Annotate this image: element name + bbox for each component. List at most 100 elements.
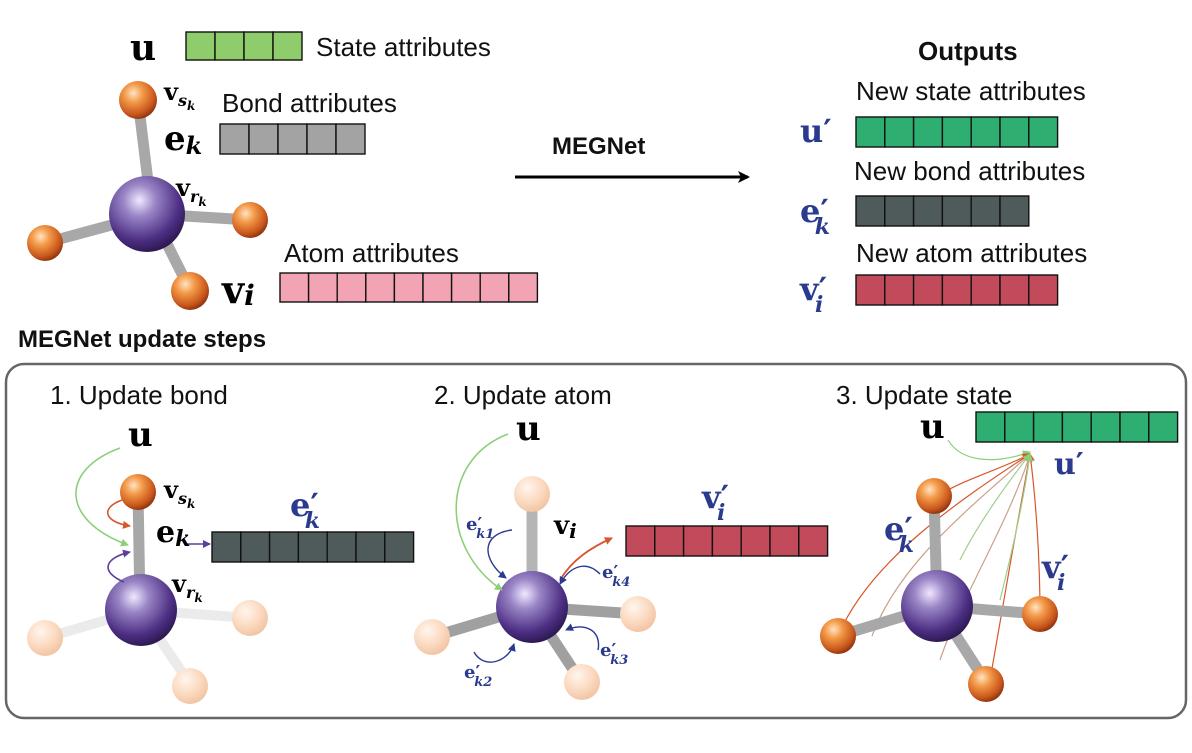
vector-cell: [1148, 411, 1179, 443]
vector-cell: [855, 195, 886, 227]
step3-atom-central: [901, 570, 973, 642]
vector-cell: [393, 272, 424, 303]
u-prime-symbol: u′: [800, 112, 832, 150]
vi-symbol: vi: [221, 267, 255, 312]
atom-attributes-vector: [279, 272, 539, 303]
vector-cell: [211, 531, 242, 563]
step2-update-atom: 2. Update atom u vi e′k1 e′k2 e′k3 e′k4 …: [414, 380, 829, 700]
step2-vi-prime: v′i: [701, 478, 729, 526]
step3-ek-prime: e′k: [884, 510, 914, 558]
vector-cell: [185, 31, 216, 61]
vector-cell: [999, 195, 1030, 227]
atom-attributes-label: Atom attributes: [284, 238, 459, 268]
new-atom-vector: [855, 274, 1059, 306]
vector-cell: [625, 525, 656, 557]
vector-cell: [1119, 411, 1150, 443]
step1-arrow-vs: [106, 499, 131, 529]
vector-cell: [335, 123, 366, 155]
step3-atom-bottom: [968, 666, 1004, 702]
step2-arrow-ek3: [565, 623, 600, 651]
vector-cell: [999, 116, 1030, 148]
step1-new-bond-vector: [211, 531, 415, 563]
step3-atom-left: [820, 618, 856, 654]
step3-vi-prime: v′i: [1041, 548, 1069, 596]
step2-arrow-ek2: [473, 643, 516, 663]
vector-cell: [1028, 116, 1059, 148]
step2-arrow-out: [559, 537, 613, 581]
ek-symbol: ek: [164, 119, 202, 160]
step2-ek2: e′k2: [464, 662, 492, 690]
new-state-label: New state attributes: [856, 76, 1086, 106]
vector-cell: [912, 274, 944, 306]
vector-cell: [884, 195, 915, 227]
vector-cell: [422, 272, 453, 303]
vector-cell: [941, 274, 972, 306]
atom-vi: [171, 272, 209, 310]
new-atom-label: New atom attributes: [856, 238, 1087, 268]
new-bond-vector: [855, 195, 1030, 227]
vector-cell: [248, 123, 279, 155]
vector-cell: [912, 116, 944, 148]
step3-new-state-vector: [975, 411, 1179, 443]
vector-cell: [326, 531, 357, 563]
step2-new-atom-vector: [625, 525, 829, 557]
step1-ek: ek: [156, 515, 190, 552]
bond-attributes-label: Bond attributes: [222, 88, 397, 118]
step3-converging-arrows: [837, 439, 1041, 681]
step1-pale-atom-left: [27, 620, 63, 656]
outputs-title: Outputs: [918, 36, 1018, 66]
vector-cell: [365, 272, 396, 303]
step2-arrow-ek1: [487, 529, 513, 579]
vector-cell: [941, 116, 972, 148]
step2-ek1: e′k1: [466, 514, 494, 542]
vs-symbol: vsk: [163, 77, 195, 113]
step2-ek3: e′k3: [600, 640, 628, 668]
step1-atom-vs: [120, 474, 156, 510]
vector-cell: [855, 274, 886, 306]
step2-arrow-u: [455, 433, 509, 591]
vector-cell: [855, 116, 886, 148]
vector-cell: [243, 31, 274, 61]
step3-atom-right: [1022, 596, 1058, 632]
step1-pale-atom-bottom: [172, 668, 208, 704]
vector-cell: [1061, 411, 1092, 443]
state-attributes-vector: [185, 31, 303, 61]
step1-title: 1. Update bond: [50, 380, 228, 410]
step1-arrow-u: [75, 447, 129, 547]
vector-cell: [508, 272, 539, 303]
step3-atom-top: [916, 478, 952, 514]
step2-ek4: e′k4: [602, 562, 630, 590]
new-state-vector: [855, 116, 1059, 148]
vector-cell: [279, 272, 310, 303]
vector-cell: [682, 525, 714, 557]
vector-cell: [912, 195, 944, 227]
step2-arrow-ek4: [559, 565, 601, 585]
vector-cell: [1090, 411, 1121, 443]
atom-central: [109, 176, 185, 252]
state-symbol: u: [130, 27, 156, 69]
vector-cell: [798, 525, 829, 557]
step2-pale-atom-right: [620, 596, 656, 632]
vector-cell: [654, 525, 685, 557]
step1-vs: vsk: [163, 475, 195, 511]
vector-cell: [277, 123, 308, 155]
step2-u: u: [516, 409, 541, 449]
step1-u: u: [128, 415, 153, 455]
vector-cell: [272, 31, 303, 61]
vector-cell: [1028, 274, 1059, 306]
vector-cell: [740, 525, 771, 557]
step2-atom-vi: [496, 571, 568, 643]
vector-cell: [999, 274, 1030, 306]
update-steps-panel: [4, 362, 1188, 720]
vector-cell: [297, 531, 328, 563]
step1-arrow-vr: [107, 549, 131, 583]
vector-cell: [268, 531, 300, 563]
vector-cell: [336, 272, 367, 303]
vector-cell: [219, 123, 250, 155]
step3-u-prime: u′: [1054, 447, 1084, 482]
step3-u: u: [920, 407, 945, 447]
vector-cell: [975, 411, 1006, 443]
step3-update-state: 3. Update state u u′ e′k v′i: [820, 380, 1179, 702]
vector-cell: [240, 531, 271, 563]
update-steps-title: MEGNet update steps: [18, 326, 266, 353]
